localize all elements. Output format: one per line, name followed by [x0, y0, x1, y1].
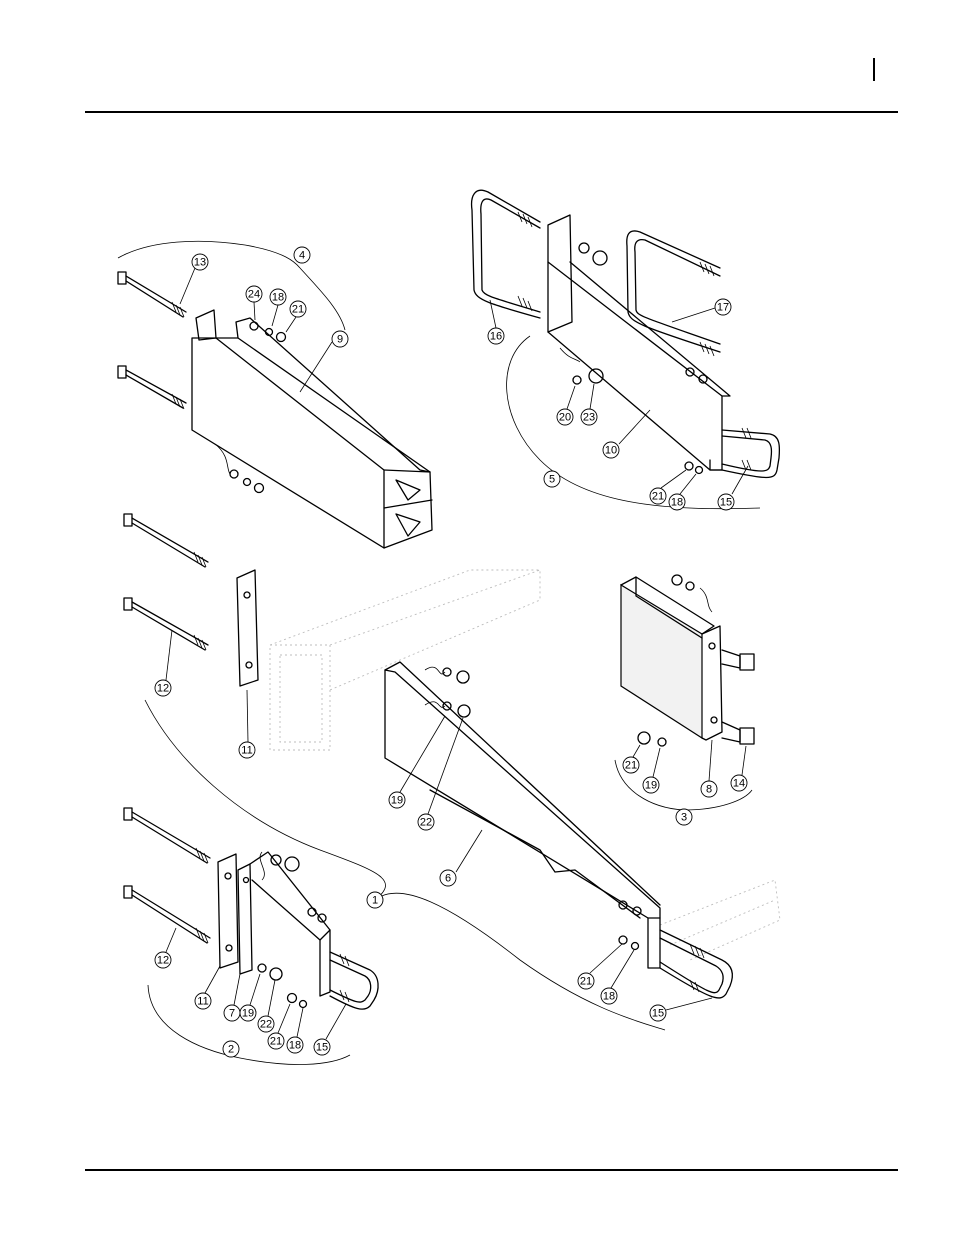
- callout-number: 1: [372, 895, 378, 907]
- callout-19: 19: [643, 777, 659, 793]
- callout-20: 20: [557, 409, 573, 425]
- callout-23: 23: [581, 409, 597, 425]
- callout-number: 11: [197, 996, 208, 1008]
- callout-22: 22: [418, 814, 434, 830]
- callout-number: 6: [445, 873, 451, 885]
- callout-11: 11: [239, 742, 255, 758]
- bracket-8-body: [621, 585, 702, 738]
- callout-15: 15: [718, 494, 734, 510]
- callout-number: 19: [242, 1008, 254, 1020]
- callout-12: 12: [155, 680, 171, 696]
- callout-15: 15: [314, 1039, 330, 1055]
- plate-11: [237, 570, 258, 686]
- callout-number: 9: [337, 334, 343, 346]
- callout-18: 18: [287, 1037, 303, 1053]
- bolt-12-upper: [124, 514, 208, 567]
- callout-21: 21: [623, 757, 639, 773]
- callout-number: 5: [549, 474, 555, 486]
- callout-7: 7: [224, 1005, 240, 1021]
- callout-11: 11: [195, 993, 211, 1009]
- callout-21: 21: [290, 301, 306, 317]
- callout-8: 8: [701, 781, 717, 797]
- arm-assembly-5: [472, 190, 780, 509]
- callout-21: 21: [268, 1033, 284, 1049]
- callout-number: 18: [671, 497, 683, 509]
- callout-number: 20: [559, 412, 571, 424]
- callout-2: 2: [223, 1041, 239, 1057]
- callout-18: 18: [270, 289, 286, 305]
- bracket-assembly-3: [615, 575, 754, 810]
- callout-16: 16: [488, 328, 504, 344]
- callout-number: 21: [292, 304, 304, 316]
- callout-number: 7: [229, 1008, 235, 1020]
- callout-number: 17: [717, 302, 729, 314]
- callout-5: 5: [544, 471, 560, 487]
- callout-number: 8: [706, 784, 712, 796]
- callout-number: 18: [603, 991, 615, 1003]
- arm-9-body: [192, 338, 432, 548]
- callout-number: 21: [580, 976, 592, 988]
- callout-number: 12: [157, 955, 169, 967]
- main-assembly-1: [124, 514, 732, 1030]
- callout-number: 21: [652, 491, 664, 503]
- callout-18: 18: [669, 494, 685, 510]
- callout-14: 14: [731, 775, 747, 791]
- main-bar-ghost: [270, 570, 780, 960]
- callout-number: 10: [605, 445, 617, 457]
- callout-9: 9: [332, 331, 348, 347]
- callout-24: 24: [246, 286, 262, 302]
- callout-19: 19: [240, 1005, 256, 1021]
- callout-number: 4: [299, 250, 305, 262]
- bolt-12-b: [124, 886, 210, 943]
- callout-3: 3: [676, 809, 692, 825]
- bolt-lower: [118, 366, 186, 409]
- callout-number: 18: [289, 1040, 301, 1052]
- callout-21: 21: [578, 973, 594, 989]
- callout-number: 15: [720, 497, 732, 509]
- callout-number: 3: [681, 812, 687, 824]
- callout-number: 15: [316, 1042, 328, 1054]
- bolt-12-a: [124, 808, 210, 863]
- callout-15: 15: [650, 1005, 666, 1021]
- callout-number: 13: [194, 257, 206, 269]
- callout-number: 22: [260, 1019, 272, 1031]
- callout-number: 24: [248, 289, 260, 301]
- arm-assembly-4: [118, 241, 432, 548]
- callout-13: 13: [192, 254, 208, 270]
- callout-6: 6: [440, 870, 456, 886]
- callout-10: 10: [603, 442, 619, 458]
- arm-6-body: [385, 670, 660, 918]
- callout-17: 17: [715, 299, 731, 315]
- callout-number: 18: [272, 292, 284, 304]
- callout-1: 1: [367, 892, 383, 908]
- callout-number: 23: [583, 412, 595, 424]
- callout-number: 22: [420, 817, 432, 829]
- callout-number: 2: [228, 1044, 234, 1056]
- callout-number: 19: [645, 780, 657, 792]
- bolt-13-upper: [118, 272, 186, 317]
- callout-number: 11: [241, 745, 252, 757]
- callout-number: 21: [270, 1036, 282, 1048]
- callout-number: 21: [625, 760, 637, 772]
- callout-22: 22: [258, 1016, 274, 1032]
- callout-number: 16: [490, 331, 502, 343]
- callout-18: 18: [601, 988, 617, 1004]
- callout-number: 14: [733, 778, 745, 790]
- callout-number: 19: [391, 795, 403, 807]
- callout-12: 12: [155, 952, 171, 968]
- callout-number: 15: [652, 1008, 664, 1020]
- callout-4: 4: [294, 247, 310, 263]
- callout-19: 19: [389, 792, 405, 808]
- bracket-assembly-2: [124, 808, 378, 1064]
- callout-21: 21: [650, 488, 666, 504]
- callout-number: 12: [157, 683, 169, 695]
- bolt-12-lower: [124, 598, 208, 650]
